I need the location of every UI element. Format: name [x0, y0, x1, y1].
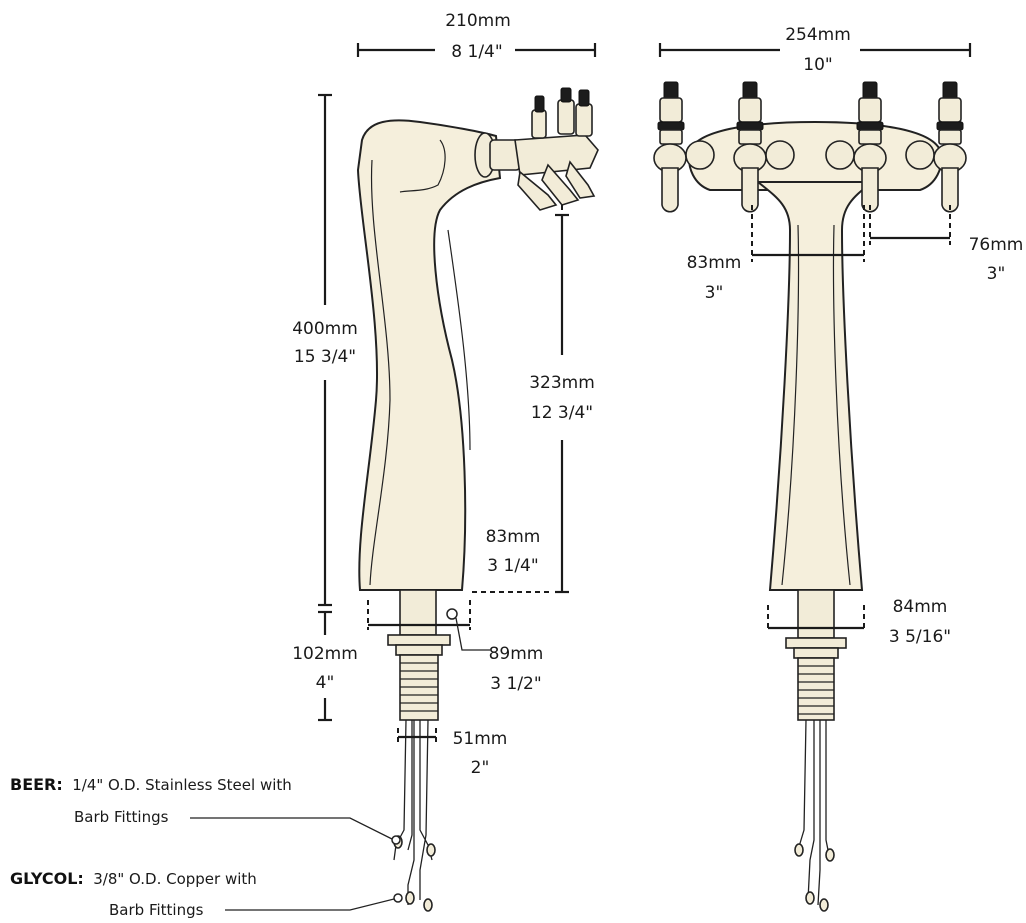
beer-line2: Barb Fittings [74, 808, 169, 826]
shank-in: 4" [316, 673, 335, 693]
glycol-line1: 3/8" O.D. Copper with [93, 870, 257, 888]
spacing-in: 3" [987, 264, 1006, 284]
side-width-mm: 210mm [445, 11, 511, 31]
thread-mm: 51mm [453, 729, 508, 749]
beer-callout: BEER: 1/4" O.D. Stainless Steel with [10, 775, 292, 794]
beer-line1: 1/4" O.D. Stainless Steel with [72, 776, 292, 794]
side-shank [399, 589, 437, 636]
flange-in: 3 1/2" [490, 674, 541, 694]
neck-in: 3" [705, 283, 724, 303]
dimension-labels: 210mm 8 1/4" 254mm 10" 400mm 15 3/4" 323… [292, 11, 1023, 778]
side-view [356, 87, 599, 912]
height-in: 15 3/4" [294, 347, 356, 367]
glycol-callout: GLYCOL: 3/8" O.D. Copper with [10, 869, 257, 888]
dimension-lines [190, 43, 972, 911]
side-flange [387, 634, 451, 646]
front-shank [797, 589, 835, 639]
height-mm: 400mm [292, 319, 358, 339]
front-view [653, 81, 967, 912]
front-faucets [653, 81, 967, 213]
faucet-height-in: 12 3/4" [531, 403, 593, 423]
shank-mm: 102mm [292, 644, 358, 664]
base-depth-mm: 83mm [486, 527, 541, 547]
front-lines [794, 719, 835, 912]
neck-mm: 83mm [687, 253, 742, 273]
front-manifold [688, 120, 943, 191]
front-width-mm: 254mm [785, 25, 851, 45]
glycol-line2: Barb Fittings [109, 901, 204, 919]
base-depth-in: 3 1/4" [487, 556, 538, 576]
side-lines [393, 719, 436, 912]
front-width-in: 10" [803, 55, 832, 75]
side-tower-body [356, 119, 502, 591]
front-base-mm: 84mm [893, 597, 948, 617]
front-base-in: 3 5/16" [889, 627, 951, 647]
glycol-title: GLYCOL: [10, 869, 84, 888]
thread-in: 2" [471, 758, 490, 778]
flange-mm: 89mm [489, 644, 544, 664]
front-flange [785, 637, 847, 649]
line-callouts: BEER: 1/4" O.D. Stainless Steel with Bar… [10, 775, 292, 919]
side-faucets [514, 87, 599, 211]
front-tower-body [755, 181, 875, 591]
spacing-mm: 76mm [969, 235, 1024, 255]
faucet-height-mm: 323mm [529, 373, 595, 393]
front-thread [797, 657, 835, 721]
side-width-in: 8 1/4" [451, 42, 502, 62]
beer-title: BEER: [10, 775, 63, 794]
